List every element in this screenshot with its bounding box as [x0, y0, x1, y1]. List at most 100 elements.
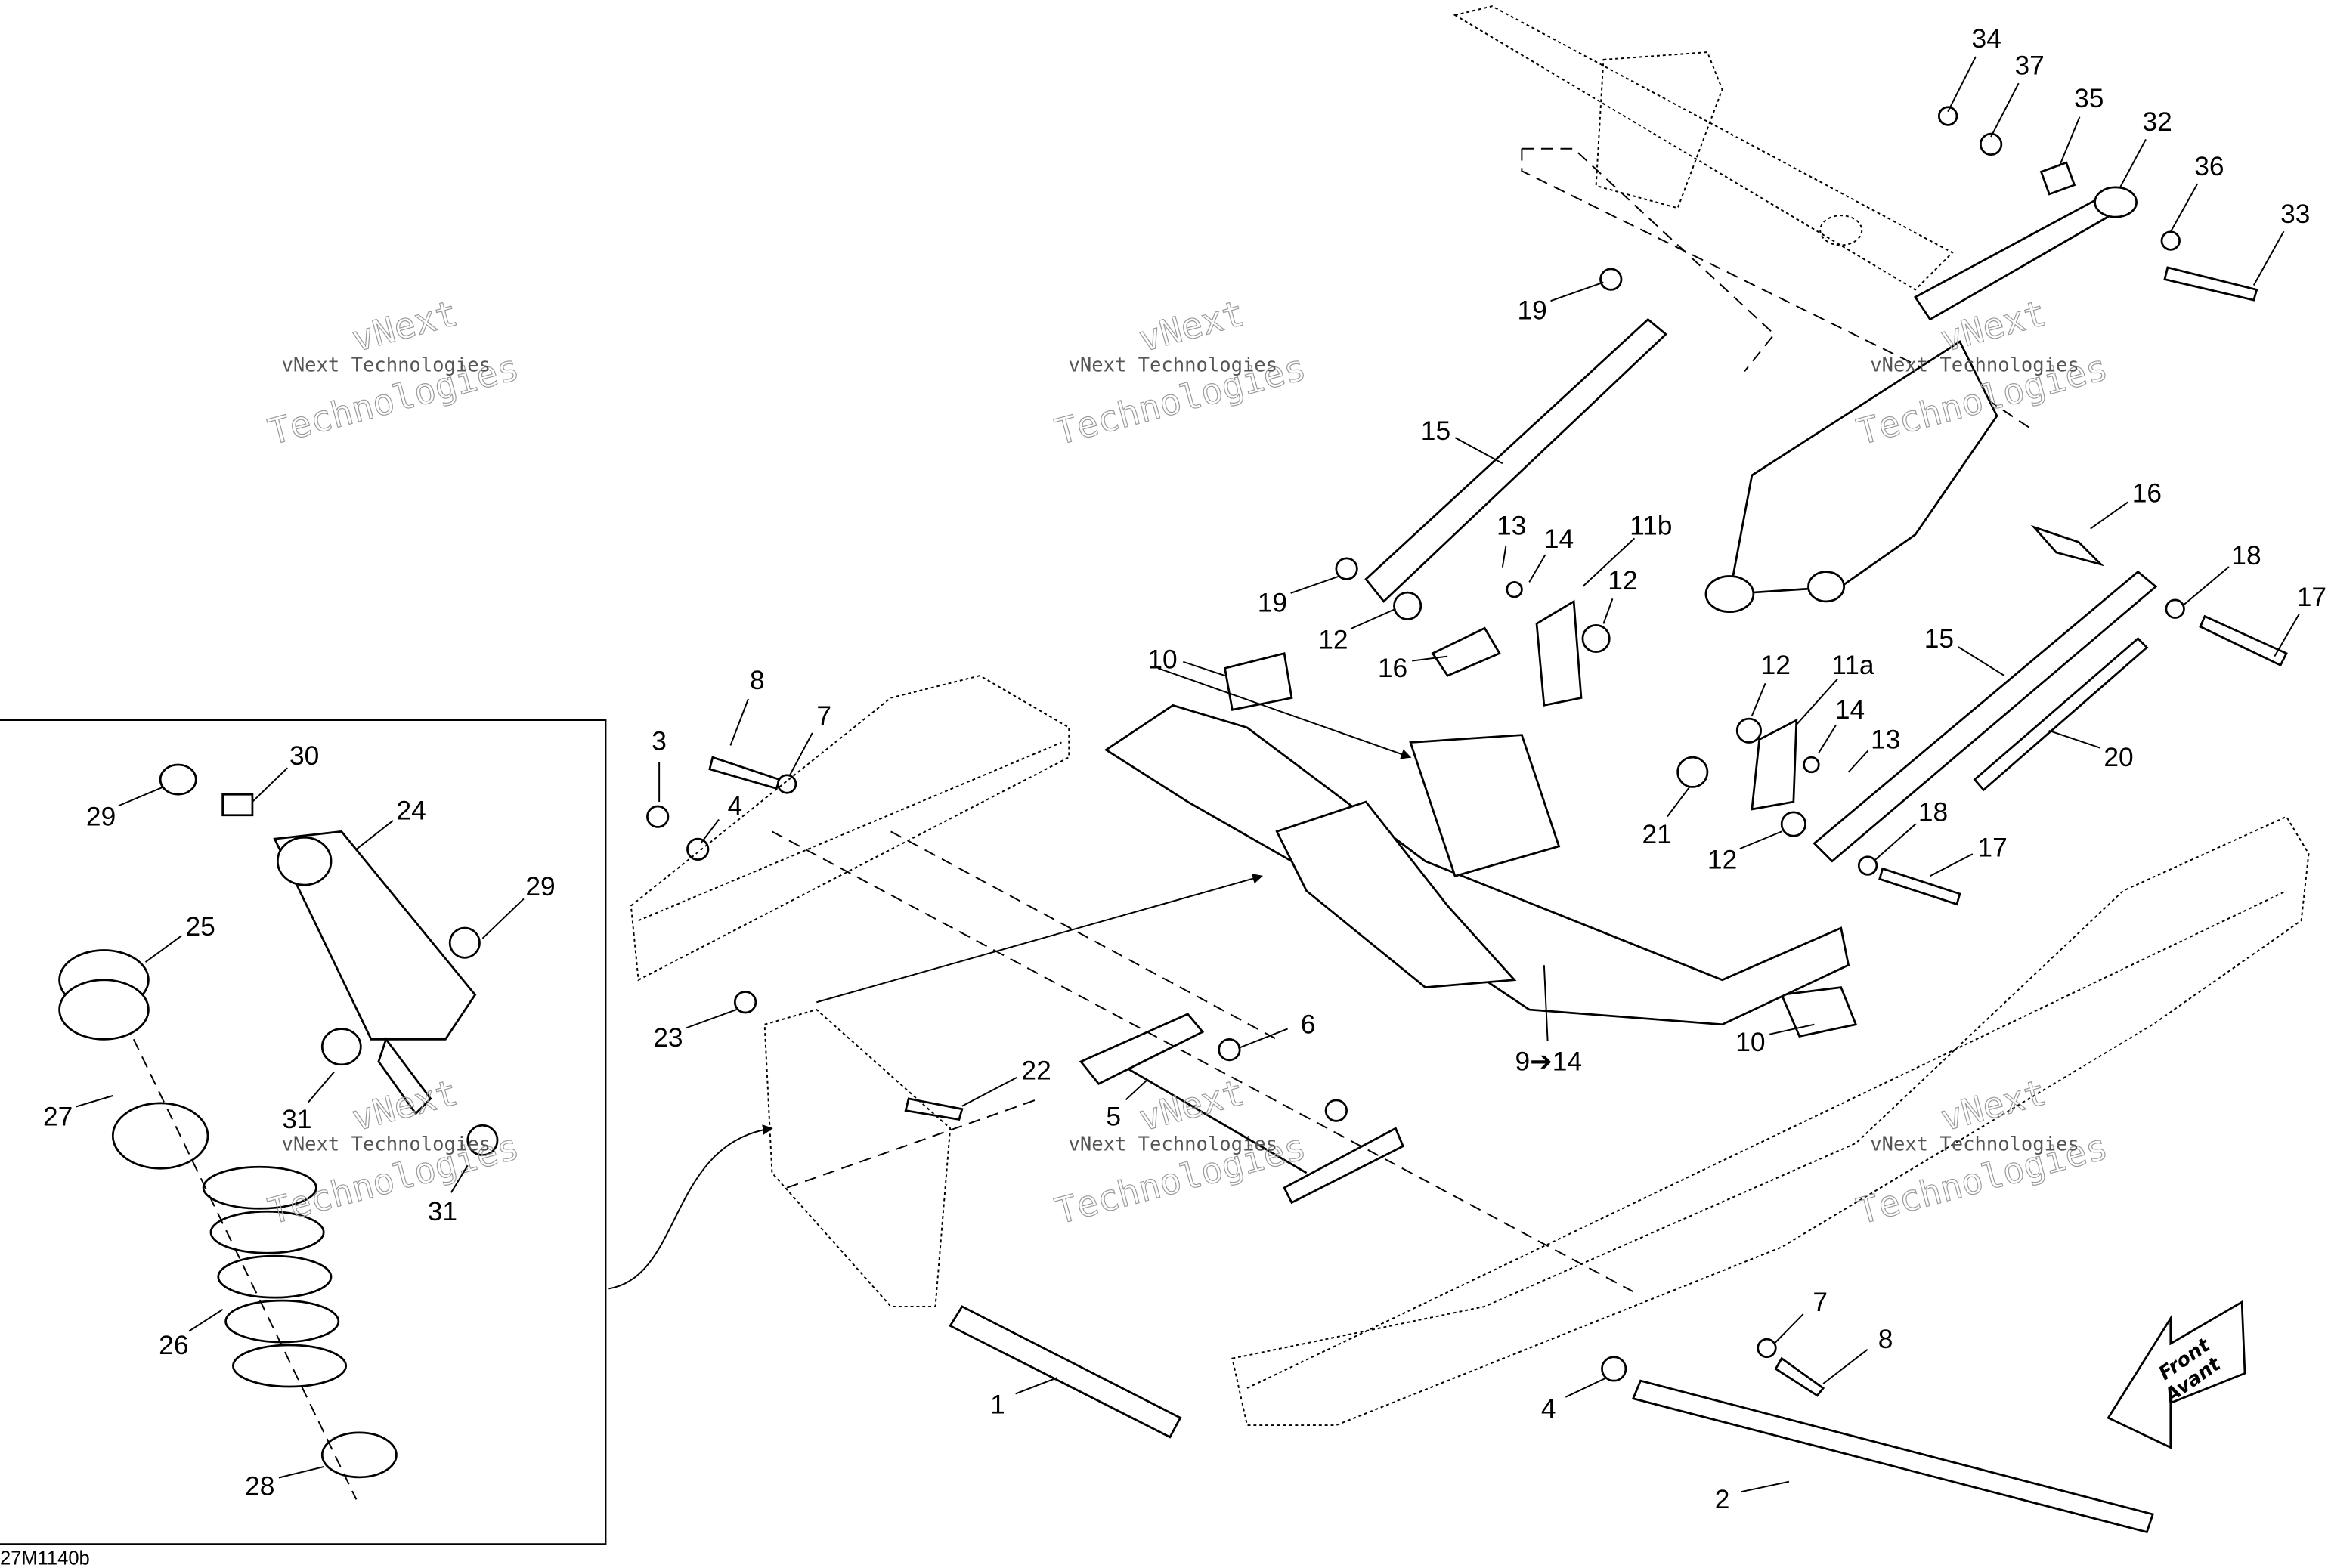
callout-number: 15 — [1421, 416, 1450, 446]
callout: 20 — [2048, 729, 2134, 772]
leader-line — [1582, 537, 1636, 587]
callout-number: 16 — [1378, 654, 1407, 683]
callout-number: 13 — [1871, 725, 1900, 754]
leader-line — [1847, 750, 1869, 773]
leader-line — [700, 818, 720, 844]
callout-number: 2 — [1715, 1485, 1730, 1514]
leader-line — [1543, 965, 1549, 1041]
callout: 10 — [1147, 645, 1225, 677]
callout-number: 36 — [2194, 152, 2224, 181]
leader-line — [2119, 138, 2147, 188]
callout-number: 17 — [2297, 583, 2326, 612]
leader-line — [2181, 566, 2230, 607]
rear-arm-assembly — [1453, 5, 2138, 431]
watermark-text: vNext Technologies — [281, 354, 491, 376]
callout-number: 9➔14 — [1515, 1047, 1582, 1077]
callout-number: 17 — [1977, 833, 2007, 863]
callout: 12 — [1318, 608, 1396, 655]
leader-line — [961, 1077, 1017, 1107]
callout-number: 13 — [1497, 512, 1526, 541]
inset-parts — [58, 763, 499, 1500]
watermark-outline: Technologies — [1051, 1126, 1310, 1232]
callout-number: 12 — [1707, 845, 1737, 874]
callout-number: 19 — [1258, 589, 1287, 618]
callout: 4 — [700, 792, 742, 844]
leader-line — [686, 1009, 737, 1029]
watermark-text: vNext Technologies — [281, 1133, 491, 1156]
leader-line — [1822, 1349, 1868, 1384]
watermark-text: vNext Technologies — [1870, 1133, 2079, 1156]
callout: 2 — [1715, 1480, 1790, 1514]
leader-line — [1550, 281, 1604, 302]
callout: 6 — [1237, 1010, 1315, 1050]
watermark-outline: vNext — [348, 292, 462, 360]
callout-number: 33 — [2280, 199, 2310, 229]
leader-line — [144, 935, 183, 963]
callout-number: 19 — [1517, 296, 1546, 326]
callout: 32 — [2119, 107, 2172, 188]
callout-number: 32 — [2142, 107, 2172, 137]
callout-number: 8 — [750, 666, 765, 695]
main-shock-absorber — [1704, 340, 1998, 614]
callout-number: 30 — [289, 741, 319, 771]
callout: 31 — [428, 1164, 469, 1226]
leader-line — [355, 820, 394, 850]
cross-shaft-5 — [1079, 1013, 1405, 1205]
leader-line — [1290, 575, 1340, 594]
leader-line — [252, 767, 288, 803]
callout: 11a — [1796, 651, 1874, 725]
watermark-text: vNext Technologies — [1069, 354, 1278, 376]
rail-left — [630, 675, 1070, 982]
callout-number: 31 — [282, 1105, 311, 1134]
inset-frame — [0, 719, 607, 1545]
leader-line — [2048, 729, 2100, 749]
callout: 19 — [1517, 281, 1604, 326]
leader-line — [1565, 1377, 1607, 1398]
callout-number: 10 — [1735, 1028, 1765, 1057]
callout: 18 — [2181, 541, 2261, 607]
callout-number: 12 — [1318, 626, 1348, 655]
callout: 12 — [1602, 566, 1638, 624]
callout: 33 — [2252, 199, 2310, 286]
leader-line — [1958, 646, 2005, 676]
callout: 7 — [1773, 1288, 1828, 1344]
callout: 21 — [1642, 786, 1691, 849]
callout: 3 — [652, 726, 667, 803]
callout-number: 21 — [1642, 820, 1671, 849]
watermark-outline: Technologies — [1853, 1126, 2112, 1232]
callout: 4 — [1541, 1377, 1607, 1424]
callout: 12 — [1751, 651, 1791, 716]
callout: 14 — [1528, 524, 1574, 583]
callout: 36 — [2169, 152, 2224, 233]
leader-line — [1947, 56, 1977, 113]
leader-line — [1454, 437, 1503, 465]
leader-line — [1739, 830, 1782, 850]
callout: 34 — [1947, 24, 2001, 113]
leader-line — [2169, 183, 2199, 233]
callout: 15 — [1421, 416, 1503, 465]
callout-number: 8 — [1878, 1325, 1893, 1354]
leader-line — [1350, 608, 1396, 629]
callout: 13 — [1497, 512, 1526, 568]
callout: 31 — [282, 1071, 335, 1134]
callout-number: 37 — [2015, 51, 2045, 81]
leader-line — [729, 698, 749, 746]
callout-number: 3 — [652, 726, 667, 756]
callout: 23 — [653, 1009, 737, 1053]
leader-line — [1237, 1028, 1288, 1050]
callout: 30 — [252, 741, 319, 803]
leader-line — [481, 898, 525, 939]
callout-number: 5 — [1106, 1102, 1121, 1131]
callout-number: 12 — [1608, 566, 1637, 595]
callout-number: 27 — [43, 1102, 73, 1131]
callout-number: 14 — [1544, 524, 1574, 554]
callout: 18 — [1873, 798, 1948, 862]
watermark-outline: vNext — [1936, 1072, 2051, 1140]
callout: 11b — [1582, 512, 1672, 587]
leader-line — [1773, 1313, 1804, 1344]
front-direction-arrow: Front Avant — [2107, 1300, 2246, 1449]
leader-line — [1412, 655, 1448, 662]
leader-line — [1528, 554, 1546, 583]
